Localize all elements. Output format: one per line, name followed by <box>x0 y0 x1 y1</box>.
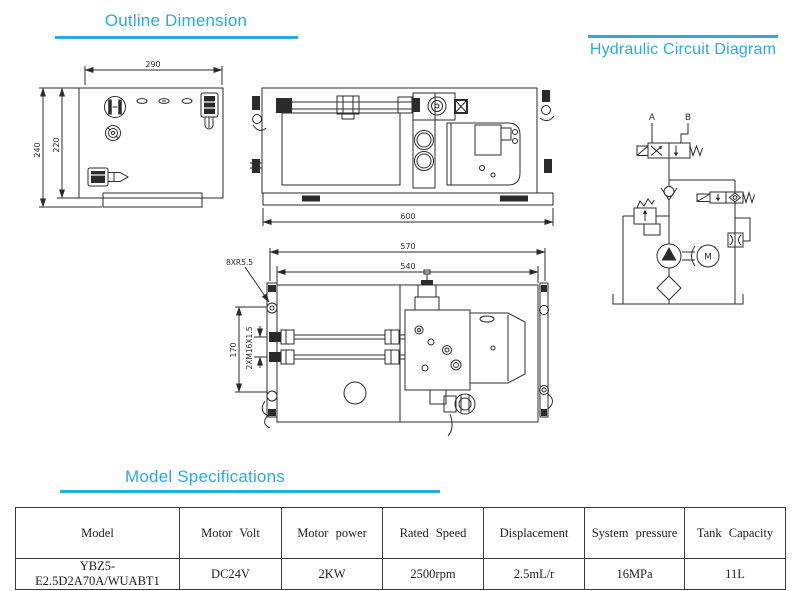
label-mount-holes: 8XR5.5 <box>226 258 253 267</box>
plan-view-drawing: 570 540 8XR5.5 170 2XM16X1.5 <box>226 242 553 437</box>
relief-valve-symbol <box>623 198 669 236</box>
value-model: YBZ5-E2.5D2A70A/WUABT1 <box>15 558 180 590</box>
side-view-drawing: 600 <box>250 87 555 226</box>
dim-top-outer-height: 240 <box>33 142 42 157</box>
circuit-geometry <box>612 123 755 305</box>
outline-title-rule <box>55 36 298 39</box>
value-tank-capacity: 11L <box>684 558 786 590</box>
circuit-title-rule <box>588 35 778 38</box>
header-motor-power: Motor power <box>281 507 383 559</box>
spec-table: Model Motor Volt Motor power Rated Speed… <box>15 507 786 590</box>
pump-motor-assembly <box>404 269 526 437</box>
port-b-label: B <box>685 113 691 123</box>
specs-title-rule <box>60 490 440 493</box>
top-view-geometry <box>39 66 224 208</box>
motor-letter: M <box>704 253 712 263</box>
motor-symbol <box>682 244 720 268</box>
header-motor-volt: Motor Volt <box>179 507 282 559</box>
dim-top-width: 290 <box>145 60 160 69</box>
hydraulic-circuit-diagram: A B M <box>612 113 755 305</box>
directional-valve-symbol <box>636 142 703 159</box>
filter-symbol <box>656 268 682 304</box>
value-rated-speed: 2500rpm <box>382 558 484 590</box>
value-motor-power: 2KW <box>281 558 383 590</box>
header-model: Model <box>15 507 180 559</box>
value-system-pressure: 16MPa <box>584 558 685 590</box>
hose-port-1 <box>269 329 405 345</box>
value-displacement: 2.5mL/r <box>483 558 585 590</box>
side-view-geometry <box>250 87 555 226</box>
header-system-pressure: System pressure <box>584 507 685 559</box>
spec-table-value-row: YBZ5-E2.5D2A70A/WUABT1 DC24V 2KW 2500rpm… <box>15 558 786 590</box>
label-ports: 2XM16X1.5 <box>245 326 254 369</box>
header-displacement: Displacement <box>483 507 585 559</box>
header-tank-capacity: Tank Capacity <box>684 507 786 559</box>
specs-section-title: Model Specifications <box>125 467 285 486</box>
dim-top-inner-height: 220 <box>52 137 61 152</box>
spec-table-header-row: Model Motor Volt Motor power Rated Speed… <box>15 507 786 559</box>
dim-plan-port-height: 170 <box>229 342 238 357</box>
pump-symbol <box>656 243 682 269</box>
value-motor-volt: DC24V <box>179 558 282 590</box>
throttle-symbol <box>727 217 751 248</box>
top-view-drawing: 290 240 220 <box>33 60 224 208</box>
solenoid-valve-symbol <box>696 190 755 205</box>
hose-port-2 <box>269 349 405 365</box>
tank-symbol <box>612 294 744 305</box>
port-a-label: A <box>649 113 656 123</box>
header-rated-speed: Rated Speed <box>382 507 484 559</box>
outline-section-title: Outline Dimension <box>104 11 248 30</box>
dim-plan-overall: 570 <box>400 242 415 251</box>
dim-side-length: 600 <box>400 212 415 221</box>
plan-view-geometry <box>235 248 553 437</box>
check-valve-symbol <box>660 180 678 244</box>
dim-plan-inner: 540 <box>400 262 415 271</box>
circuit-section-title: Hydraulic Circuit Diagram <box>589 41 777 58</box>
